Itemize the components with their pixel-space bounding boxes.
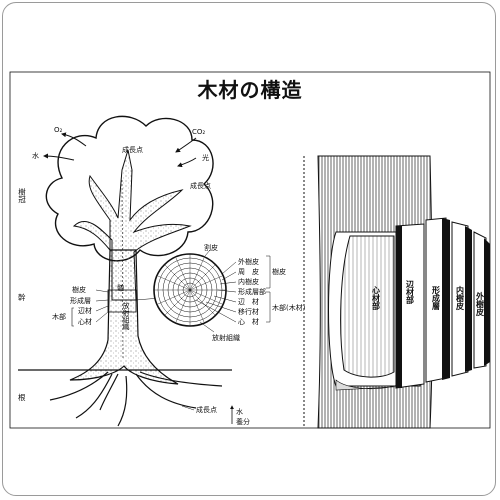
inner-bark-slab (451, 221, 469, 377)
label-xylem: 木部 (52, 312, 66, 321)
label-outer-bark-block: 外樹皮 (476, 291, 485, 317)
label-outer-bark-cs: 外樹皮 (238, 257, 259, 266)
label-cambium: 形成層 (70, 296, 91, 305)
label-sapwood-cs: 辺 材 (238, 297, 259, 306)
label-cambium-layer: 形成層部 (238, 287, 266, 296)
label-light: 光 (202, 153, 209, 162)
label-bark-group: 樹皮 (272, 267, 286, 276)
label-growth-point-top: 成長点 (122, 145, 143, 154)
label-growth-point-root: 成長点 (196, 405, 217, 414)
label-ray-cs: 放射組織 (212, 333, 240, 342)
label-heart-cs: 心 材 (238, 317, 259, 326)
diagram-title: 木材の構造 (197, 78, 303, 102)
label-heartwood: 心材 (78, 317, 92, 326)
water-out-arrow (43, 153, 75, 161)
label-transition: 移行材 (238, 307, 259, 316)
gas-exchange-arrows (43, 132, 197, 168)
outer-bark-slab (473, 231, 487, 369)
tree-roots (49, 371, 223, 427)
heartwood-column (340, 235, 395, 378)
label-ray-tissue-trunk: 放射組織 (122, 301, 130, 331)
tree-illustration (18, 115, 232, 427)
co2-arrow (175, 137, 197, 153)
label-co2: CO₂ (192, 128, 205, 136)
label-o2: O₂ (54, 126, 63, 134)
label-crack: 割皮 (204, 243, 218, 252)
label-cambium-block: 形成層 (432, 285, 441, 311)
label-crown: 樹冠 (17, 187, 26, 205)
sapwood-dark-edge (396, 226, 402, 388)
label-water-top: 水 (32, 151, 39, 160)
label-root: 根 (18, 392, 26, 402)
label-heartwood-block: 心材部 (372, 285, 381, 311)
label-pith: 髄 (117, 283, 124, 292)
label-water-nutrients-2: 養分 (236, 417, 250, 426)
o2-arrow (61, 132, 87, 147)
label-growth-point-right: 成長点 (190, 181, 211, 190)
trunk-section-marker (107, 289, 137, 313)
label-bark: 樹皮 (72, 285, 86, 294)
label-sapwood-block: 辺材部 (406, 279, 415, 305)
tree-branches (72, 149, 192, 301)
label-inner-bark-block: 内樹皮 (456, 285, 465, 311)
label-water-nutrients-1: 水 (236, 407, 243, 416)
label-periderm: 周 皮 (238, 267, 259, 276)
label-trunk: 幹 (18, 292, 26, 302)
label-sapwood: 辺材 (78, 306, 92, 315)
log-block (317, 155, 490, 429)
light-arrow (177, 157, 197, 168)
xylem-bracket (71, 307, 74, 327)
cross-section (153, 253, 227, 327)
label-xylem-group: 木部(木材) (272, 303, 306, 312)
label-inner-bark-cs: 内樹皮 (238, 277, 259, 286)
